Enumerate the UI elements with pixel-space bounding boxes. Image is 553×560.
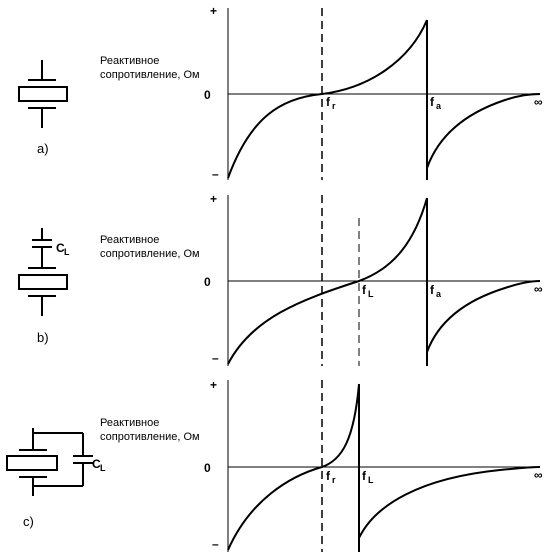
marker-fr-c-symbol: f — [326, 469, 331, 483]
capacitor-label-c-symbol: C — [92, 457, 101, 471]
infinity-label-b: ∞ — [534, 282, 543, 296]
crystal-with-parallel-capacitor-c — [6, 428, 93, 496]
capacitor-label-b: C L — [56, 241, 70, 257]
caption-c: c) — [23, 514, 34, 529]
marker-fl-b-subscript: L — [368, 289, 374, 299]
y-axis-label-a-line2: сопротивление, Ом — [100, 69, 200, 81]
panel-a: a) Реактивное сопротивление, Ом + 0 – ∞ … — [18, 4, 543, 181]
marker-fr-c-subscript: r — [332, 475, 336, 485]
marker-fr-a-symbol: f — [326, 95, 331, 109]
marker-fl-c-symbol: f — [362, 469, 367, 483]
infinity-label-a: ∞ — [534, 95, 543, 109]
caption-b: b) — [37, 330, 49, 345]
reactance-curve-a-left — [227, 19, 428, 179]
y-axis-label-c-line1: Реактивное — [100, 417, 159, 429]
minus-label-c: – — [212, 537, 219, 551]
marker-fl-b: f L — [362, 283, 374, 299]
caption-a: a) — [37, 141, 49, 156]
marker-fl-c: f L — [362, 469, 374, 485]
zero-label-a: 0 — [204, 88, 211, 102]
reactance-curve-c-right — [358, 466, 541, 539]
y-axis-label-c-line2: сопротивление, Ом — [100, 431, 200, 443]
capacitor-label-b-subscript: L — [64, 247, 70, 257]
reactance-curve-b-left — [227, 197, 428, 365]
y-axis-label-b-line2: сопротивление, Ом — [100, 248, 200, 260]
marker-fa-b-subscript: a — [436, 289, 442, 299]
minus-label-b: – — [212, 351, 219, 365]
panel-b: C L b) Реактивное сопротивление, Ом + 0 … — [18, 192, 543, 366]
plus-label-a: + — [210, 4, 217, 18]
zero-label-b: 0 — [204, 275, 211, 289]
plus-label-b: + — [210, 192, 217, 206]
marker-fr-a: f r — [326, 95, 336, 111]
marker-fa-a-symbol: f — [430, 95, 435, 109]
marker-fa-a-subscript: a — [436, 101, 442, 111]
y-axis-label-a-line1: Реактивное — [100, 55, 159, 67]
crystal-with-series-capacitor-b — [18, 228, 68, 316]
marker-fa-b-symbol: f — [430, 283, 435, 297]
capacitor-label-c-subscript: L — [100, 463, 106, 473]
marker-fr-c: f r — [326, 469, 336, 485]
crystal-symbol-a — [18, 60, 68, 128]
marker-fl-c-subscript: L — [368, 475, 374, 485]
reactance-curve-a-right — [426, 93, 541, 169]
y-axis-label-b-line1: Реактивное — [100, 234, 159, 246]
reactance-curve-c-left — [227, 383, 360, 551]
capacitor-label-b-symbol: C — [56, 241, 65, 255]
capacitor-label-c: C L — [92, 457, 106, 473]
marker-fl-b-symbol: f — [362, 283, 367, 297]
reactance-curve-b-right — [426, 280, 541, 353]
panel-c: C L c) Реактивное сопротивление, Ом + 0 … — [6, 378, 543, 552]
zero-label-c: 0 — [204, 461, 211, 475]
infinity-label-c: ∞ — [534, 468, 543, 482]
marker-fr-a-subscript: r — [332, 101, 336, 111]
plus-label-c: + — [210, 378, 217, 392]
marker-fa-b: f a — [430, 283, 442, 299]
marker-fa-a: f a — [430, 95, 442, 111]
minus-label-a: – — [212, 167, 219, 181]
